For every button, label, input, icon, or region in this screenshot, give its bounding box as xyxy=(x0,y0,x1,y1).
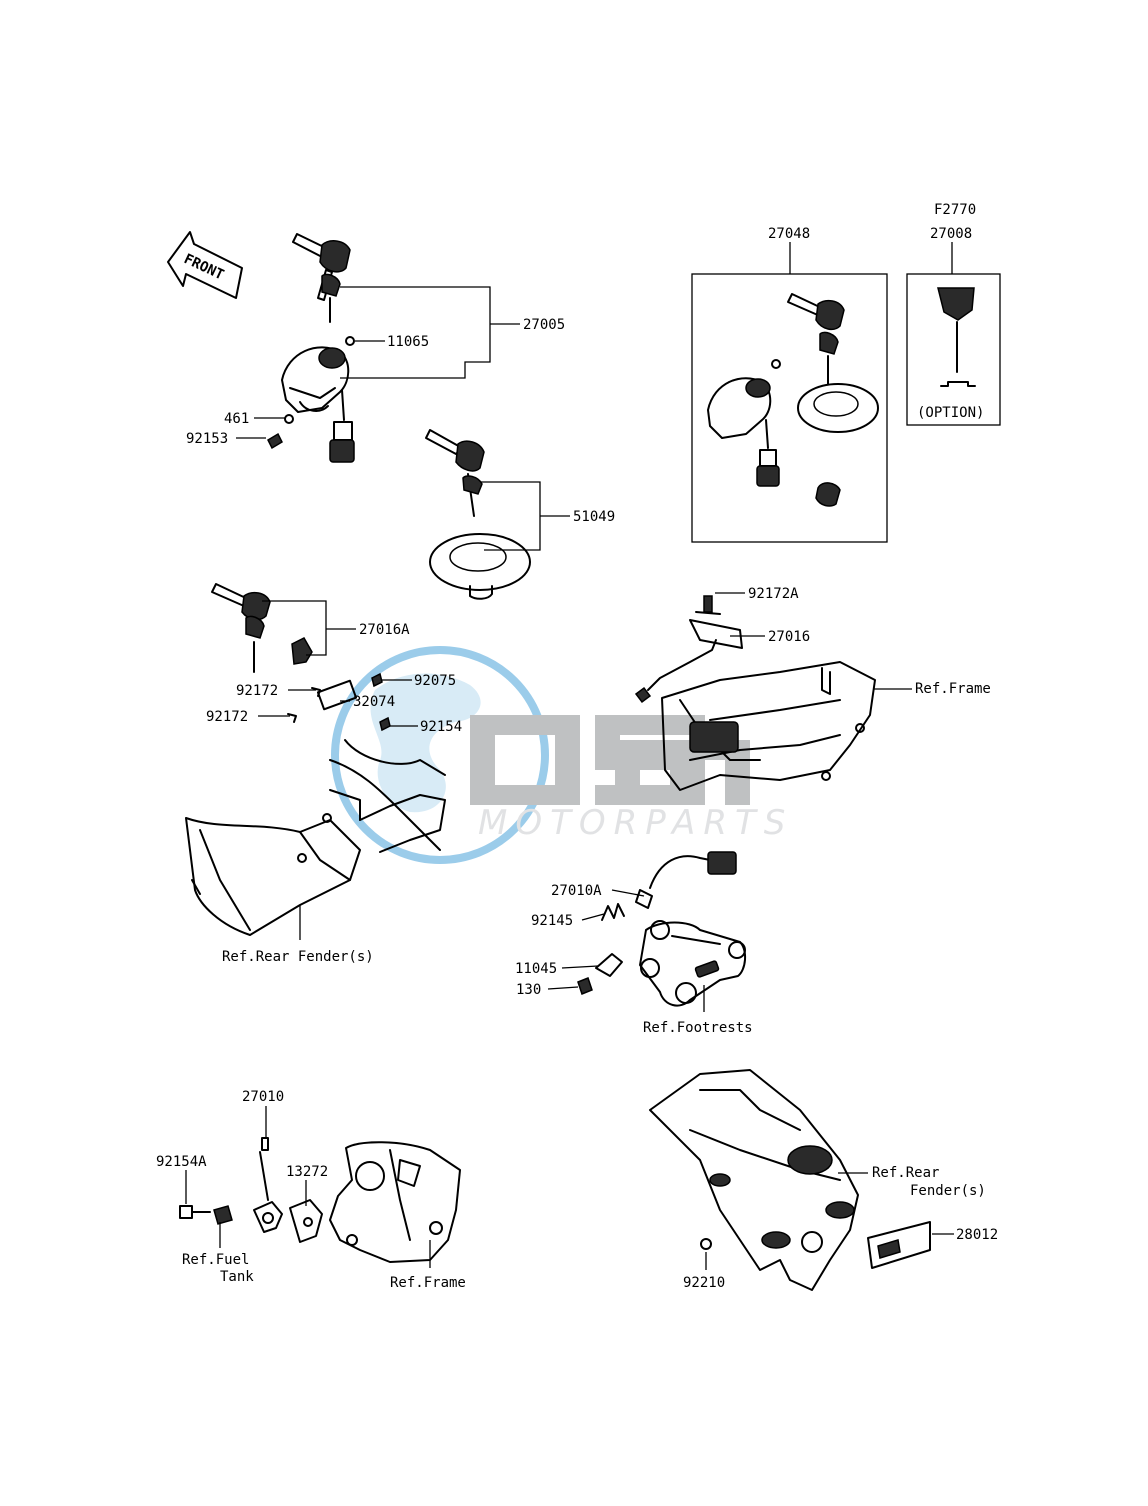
label-92210: 92210 xyxy=(683,1275,725,1291)
front-arrow: FRONT xyxy=(167,231,243,299)
label-28012: 28012 xyxy=(956,1227,998,1243)
key-27016A xyxy=(211,583,391,732)
label-fenders-2: Fender(s) xyxy=(910,1183,986,1199)
fuel-cap-51049 xyxy=(425,429,531,600)
label-ref-rear-1: Ref.Rear xyxy=(872,1165,939,1181)
watermark-subtitle: MOTORPARTS xyxy=(478,803,793,843)
part-labels: 27005 11065 461 92153 51049 27048 27016A… xyxy=(156,202,998,1291)
frame-right-middle xyxy=(634,595,876,791)
frame-bottom-left xyxy=(329,1141,461,1263)
ignition-switch-27005 xyxy=(267,336,355,463)
rear-fender-left xyxy=(185,739,446,936)
label-11065: 11065 xyxy=(387,334,429,350)
label-92172-b: 92172 xyxy=(206,709,248,725)
label-27016A: 27016A xyxy=(359,622,410,638)
label-13272: 13272 xyxy=(286,1164,328,1180)
label-11045: 11045 xyxy=(515,961,557,977)
label-ref-footrests: Ref.Footrests xyxy=(643,1020,753,1036)
label-92075: 92075 xyxy=(414,673,456,689)
label-92153: 92153 xyxy=(186,431,228,447)
label-ref-rear-fender-1: Ref.Rear Fender(s) xyxy=(222,949,374,965)
label-92172A: 92172A xyxy=(748,586,799,602)
label-tank: Tank xyxy=(220,1269,254,1285)
footrest-bracket xyxy=(639,920,746,1007)
label-32074: 32074 xyxy=(353,694,395,710)
watermark-logo-o xyxy=(470,715,580,805)
label-ref-fuel: Ref.Fuel xyxy=(182,1252,249,1268)
side-stand-switch-27010A xyxy=(577,851,737,995)
watermark-globe xyxy=(331,646,549,864)
label-27010A: 27010A xyxy=(551,883,602,899)
label-461: 461 xyxy=(224,411,249,427)
label-92145: 92145 xyxy=(531,913,573,929)
label-92154A: 92154A xyxy=(156,1154,207,1170)
label-27016: 27016 xyxy=(768,629,810,645)
label-27005: 27005 xyxy=(523,317,565,333)
label-27008: 27008 xyxy=(930,226,972,242)
box-27048 xyxy=(691,273,888,543)
leader-lines xyxy=(185,242,954,1270)
fuel-sensor-27010 xyxy=(179,1137,323,1243)
ignition-key-27005 xyxy=(292,233,351,323)
label-ref-frame-2: Ref.Frame xyxy=(390,1275,466,1291)
label-27048: 27048 xyxy=(768,226,810,242)
label-51049: 51049 xyxy=(573,509,615,525)
label-27010: 27010 xyxy=(242,1089,284,1105)
label-130: 130 xyxy=(516,982,541,998)
watermark-continents xyxy=(370,673,481,813)
box-27008 xyxy=(906,273,1001,426)
watermark: MOTORPARTS xyxy=(331,646,793,864)
label-ref-frame-1: Ref.Frame xyxy=(915,681,991,697)
label-92172-a: 92172 xyxy=(236,683,278,699)
label-f2770: F2770 xyxy=(934,202,976,218)
rear-fender-bottom-right xyxy=(649,1069,931,1291)
watermark-logo-m xyxy=(615,740,750,805)
label-option: (OPTION) xyxy=(917,405,984,421)
label-92154: 92154 xyxy=(420,719,462,735)
